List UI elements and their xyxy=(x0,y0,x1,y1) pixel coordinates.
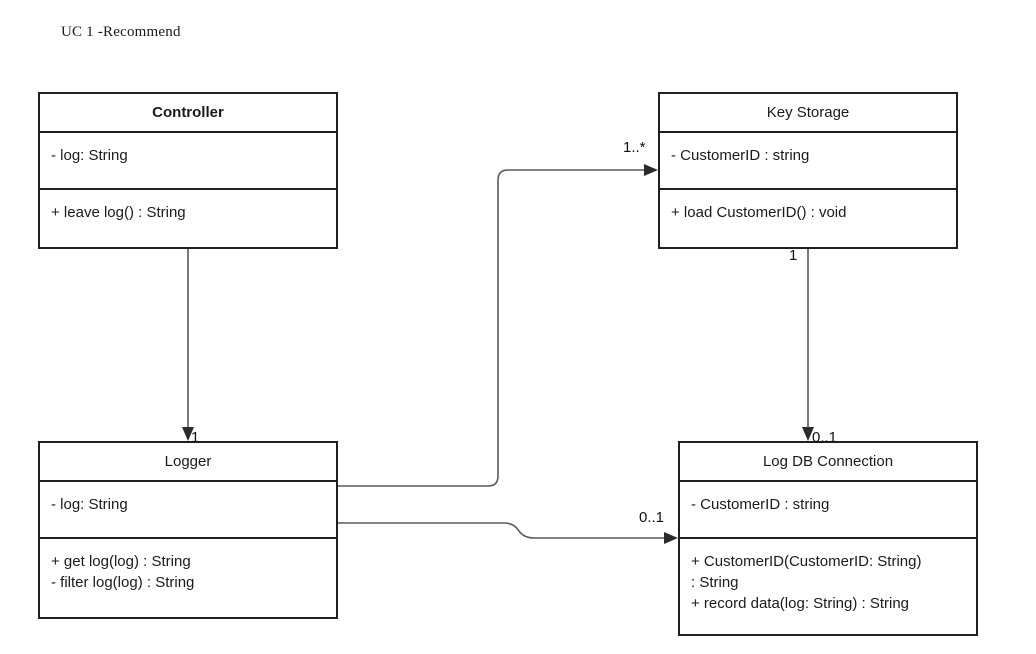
methods-log-db-connection: + CustomerID(CustomerID: String) : Strin… xyxy=(680,537,976,634)
connector-logger-to-key-storage xyxy=(338,164,658,487)
methods-logger: + get log(log) : String - filter log(log… xyxy=(40,537,336,615)
multiplicity-controller-logger: 1 xyxy=(191,429,200,446)
attributes-log-db-connection: - CustomerID : string xyxy=(680,480,976,537)
attribute-row: - CustomerID : string xyxy=(691,496,830,513)
methods-controller: + leave log() : String xyxy=(40,188,336,245)
method-row: + load CustomerID() : void xyxy=(671,204,847,221)
methods-key-storage: + load CustomerID() : void xyxy=(660,188,956,245)
method-row: + leave log() : String xyxy=(51,204,186,221)
connector-controller-to-logger xyxy=(182,249,194,441)
attribute-row: - CustomerID : string xyxy=(671,147,810,164)
attribute-row: - log: String xyxy=(51,147,128,164)
attribute-row: - log: String xyxy=(51,496,128,513)
class-name-controller: Controller xyxy=(152,104,224,121)
class-name-key-storage: Key Storage xyxy=(766,104,850,121)
diagram-title: UC 1 -Recommend xyxy=(61,24,181,40)
class-box-controller[interactable]: Controller - log: String + leave log() :… xyxy=(38,92,338,249)
method-row: + CustomerID(CustomerID: String) xyxy=(691,553,922,570)
class-box-logger[interactable]: Logger - log: String + get log(log) : St… xyxy=(38,441,338,619)
attributes-key-storage: - CustomerID : string xyxy=(660,131,956,188)
method-row: - filter log(log) : String xyxy=(51,574,195,591)
class-box-key-storage[interactable]: Key Storage - CustomerID : string + load… xyxy=(658,92,958,249)
connector-key-storage-to-log-db-connection xyxy=(802,249,814,441)
method-row: + get log(log) : String xyxy=(51,553,191,570)
connector-logger-to-log-db-connection xyxy=(338,522,678,544)
class-box-log-db-connection[interactable]: Log DB Connection - CustomerID : string … xyxy=(678,441,978,636)
attributes-logger: - log: String xyxy=(40,480,336,537)
class-name-log-db-connection: Log DB Connection xyxy=(762,453,894,470)
multiplicity-key-storage-source: 1 xyxy=(789,247,798,264)
class-name-logger: Logger xyxy=(164,453,212,470)
multiplicity-log-db-connection-logger: 0..1 xyxy=(639,509,665,526)
attributes-controller: - log: String xyxy=(40,131,336,188)
multiplicity-key-storage-target: 1..* xyxy=(623,139,646,156)
multiplicity-log-db-connection-target: 0..1 xyxy=(812,429,838,446)
method-row: + record data(log: String) : String xyxy=(691,595,910,612)
method-row: : String xyxy=(691,574,739,591)
